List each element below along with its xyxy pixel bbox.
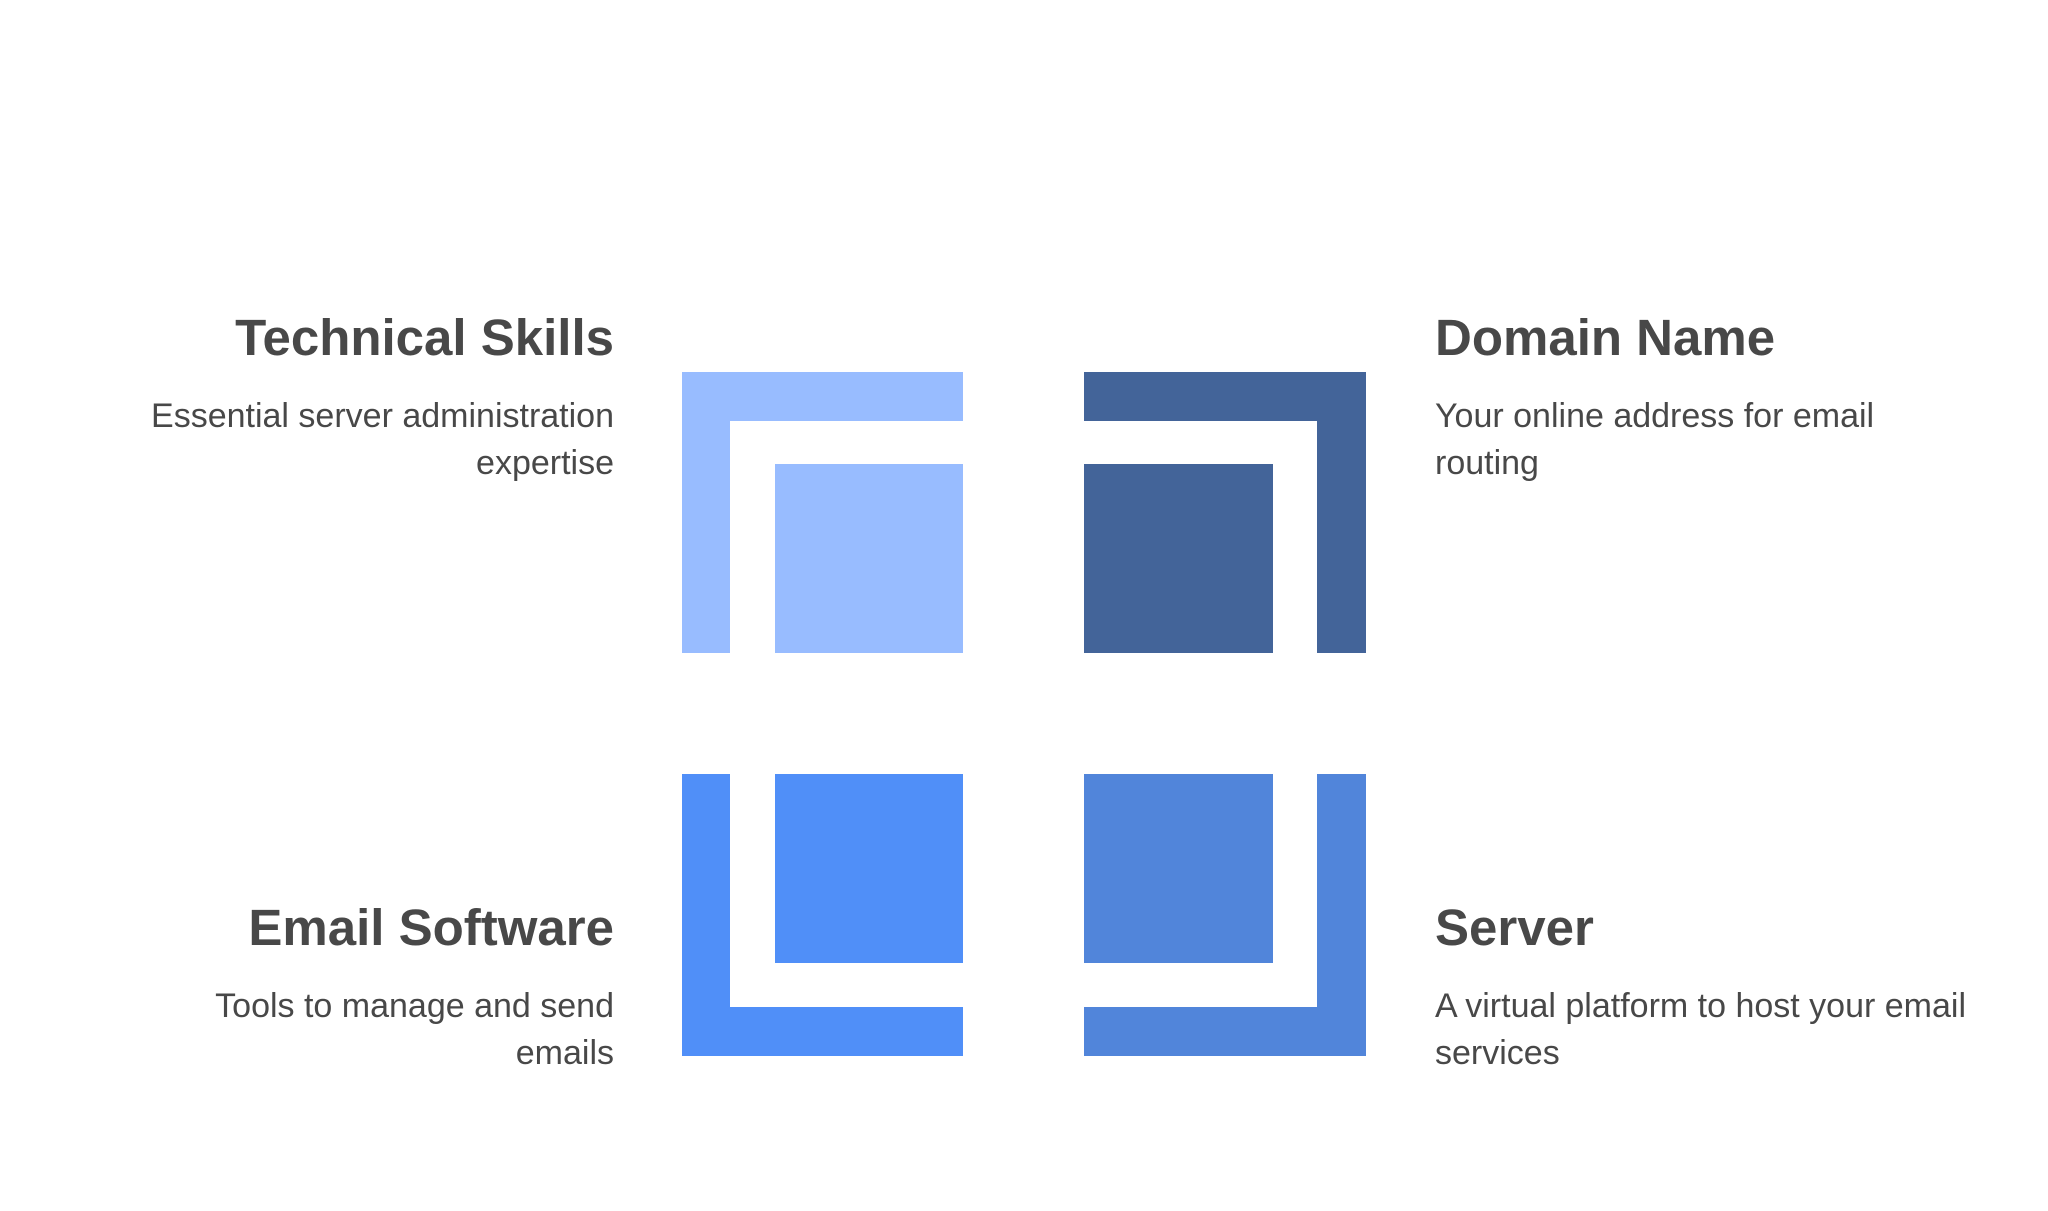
inner-square xyxy=(775,464,963,653)
technical-skills-label: Technical Skills Essential server admini… xyxy=(54,309,614,487)
email-software-label: Email Software Tools to manage and send … xyxy=(54,899,614,1077)
technical-skills-description: Essential server administration expertis… xyxy=(151,397,614,482)
technical-skills-block xyxy=(682,372,963,653)
domain-name-block xyxy=(1084,372,1366,653)
domain-name-description: Your online address for email routing xyxy=(1435,397,1875,482)
email-software-description: Tools to manage and send emails xyxy=(215,987,614,1072)
corner-bracket-right xyxy=(1317,774,1366,1056)
server-block xyxy=(1084,774,1366,1056)
inner-square xyxy=(1084,774,1273,963)
corner-bracket-left xyxy=(682,774,730,1056)
domain-name-label: Domain Name Your online address for emai… xyxy=(1435,309,1995,487)
email-software-title: Email Software xyxy=(248,899,614,956)
domain-name-title: Domain Name xyxy=(1435,309,1776,366)
server-title: Server xyxy=(1435,899,1594,956)
server-description: A virtual platform to host your email se… xyxy=(1435,987,1967,1072)
inner-square xyxy=(775,774,963,963)
server-label: Server A virtual platform to host your e… xyxy=(1435,899,1995,1077)
corner-bracket-left xyxy=(682,372,730,653)
inner-square xyxy=(1084,464,1273,653)
email-software-block xyxy=(682,774,963,1056)
technical-skills-title: Technical Skills xyxy=(235,309,614,366)
corner-bracket-right xyxy=(1317,372,1366,653)
